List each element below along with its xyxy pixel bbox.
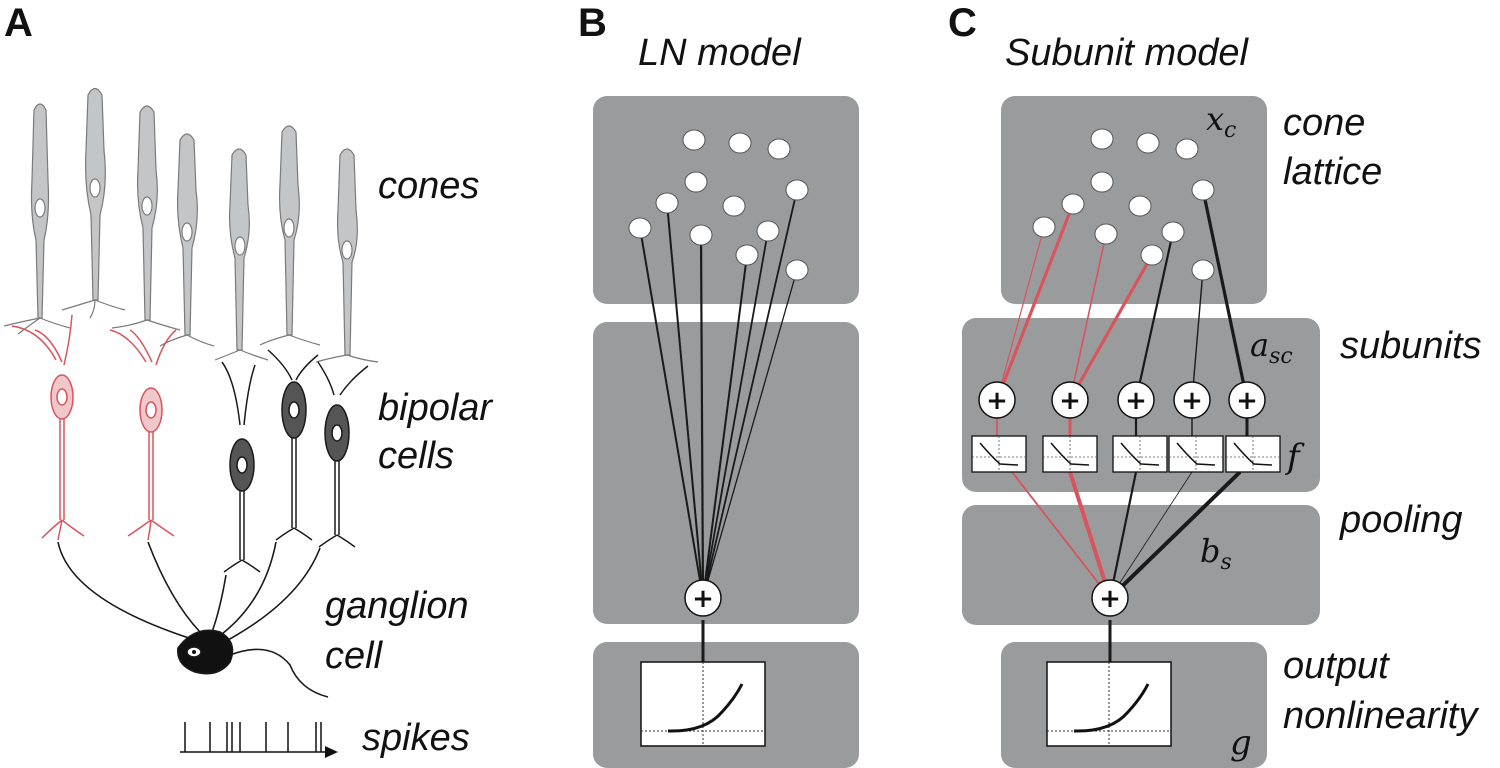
cone-cell (228, 148, 250, 351)
cone-node (785, 259, 809, 281)
ln-cone-nodes (628, 129, 809, 281)
ln-sum-symbol: + (692, 584, 714, 614)
panel-c-letter: C (948, 1, 977, 45)
label-cone: cone (1283, 102, 1365, 144)
sum-symbol: + (1059, 386, 1081, 416)
cone-node (1090, 128, 1114, 150)
cone-node (1191, 259, 1215, 281)
cone-node (684, 171, 708, 193)
cone-node (1061, 193, 1085, 215)
label-cell: cell (325, 635, 384, 677)
label-spikes: spikes (362, 717, 470, 759)
cone-node (728, 132, 752, 154)
pooling-box (962, 505, 1320, 625)
cone-node (1161, 221, 1185, 243)
symbol-b-s: bs (1200, 532, 1232, 575)
sum-symbol: + (1181, 386, 1203, 416)
cone-cell (84, 87, 106, 301)
cone-node (655, 192, 679, 214)
panel-c-title: Subunit model (1005, 32, 1249, 74)
cone-node (689, 224, 713, 246)
label-bipolar: bipolar (378, 387, 493, 429)
cone-cell (278, 125, 300, 336)
pooling-sum-symbol: + (1099, 584, 1121, 614)
spike-train (180, 722, 338, 758)
label-subunits: subunits (1340, 325, 1482, 367)
subunit-nonlinearity-boxes (971, 435, 1281, 473)
subunit-sum-node: + (1228, 381, 1266, 419)
cone-cell (30, 103, 50, 319)
output-nonlinearity-plot (1046, 661, 1172, 747)
bipolar-cells-black (221, 349, 369, 573)
cone-node (785, 179, 809, 201)
cone-node (1191, 179, 1215, 201)
label-lattice: lattice (1283, 151, 1382, 193)
label-output: output (1283, 645, 1390, 687)
label-nonlinearity: nonlinearity (1283, 695, 1479, 737)
cone-node (1032, 216, 1056, 238)
ln-nonlinearity-plot (640, 661, 766, 747)
cone-subunit-lines (995, 189, 1249, 401)
subunit-nonlinearity-plot (1168, 435, 1224, 473)
cone-node (722, 195, 746, 217)
cone-cell (336, 148, 358, 356)
cone-node (1128, 195, 1152, 217)
cone-cell (176, 133, 198, 336)
cone-node (628, 217, 652, 239)
ganglion-cell (57, 541, 329, 698)
panel-b-letter: B (578, 1, 607, 45)
pooling-lines (1011, 470, 1242, 662)
cone-cell (136, 105, 158, 321)
cone-node (767, 138, 791, 160)
bipolar-cells-red (11, 314, 177, 541)
sum-symbol: + (1125, 386, 1147, 416)
cone-node (1175, 138, 1199, 160)
label-ganglion: ganglion (325, 585, 469, 627)
subunit-sum-node: + (1173, 381, 1211, 419)
panel-a: A (3, 1, 493, 759)
panel-b-title: LN model (638, 32, 802, 74)
sum-symbol: + (986, 386, 1008, 416)
subunit-sum-nodes: + + + + + (978, 381, 1266, 419)
panel-a-letter: A (4, 1, 33, 45)
label-cells: cells (378, 435, 454, 477)
cone-node (1136, 132, 1160, 154)
symbol-g: g (1230, 723, 1252, 763)
subunit-sum-node: + (1051, 381, 1089, 419)
label-pooling: pooling (1339, 499, 1463, 541)
subunit-sum-node: + (1117, 381, 1155, 419)
cone-node (756, 220, 780, 242)
subunit-stubs (996, 418, 1249, 436)
cone-node (1094, 223, 1118, 245)
cone-cells (30, 87, 358, 356)
lattice-cone-nodes (1032, 128, 1215, 281)
pooling-sum-node: + (1091, 579, 1129, 617)
cone-node (1090, 171, 1114, 193)
symbol-a-sc: asc (1250, 326, 1293, 369)
subunit-sum-node: + (978, 381, 1016, 419)
ln-sum-node: + (684, 579, 722, 617)
panel-b: B LN model (578, 1, 859, 768)
subunit-nonlinearity-plot (1042, 435, 1098, 473)
cone-node (735, 244, 759, 266)
cone-terminals (3, 299, 379, 363)
cone-node (682, 129, 706, 151)
subunit-nonlinearity-plot (971, 435, 1027, 473)
ln-weight-lines (639, 189, 798, 662)
panel-c: C Subunit model (948, 1, 1482, 768)
symbol-x-c: xc (1206, 100, 1236, 143)
sum-symbol: + (1236, 386, 1258, 416)
cone-node (1140, 244, 1164, 266)
subunit-nonlinearity-plot (1225, 435, 1281, 473)
subunit-nonlinearity-plot (1112, 435, 1168, 473)
label-cones: cones (378, 165, 479, 207)
